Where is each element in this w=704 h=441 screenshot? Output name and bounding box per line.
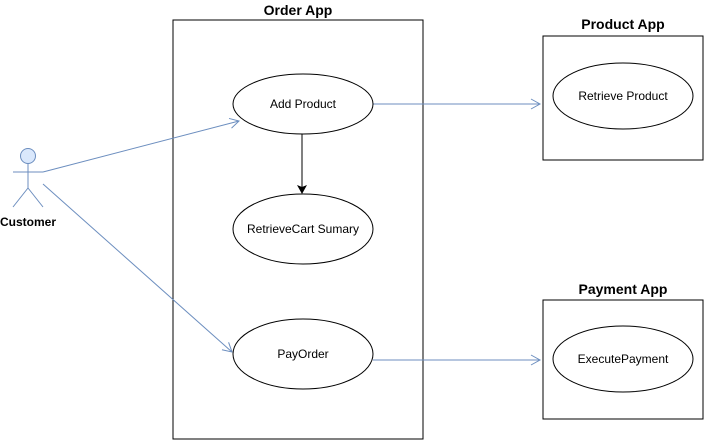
actor-head — [20, 148, 36, 164]
order-app-title: Order App — [264, 2, 333, 18]
execute-payment-label: ExecutePayment — [578, 352, 669, 366]
use-case-pay-order: PayOrder — [232, 318, 374, 390]
actor-left-leg — [12, 187, 29, 208]
actor-right-leg — [27, 187, 44, 208]
actor-label: Customer — [0, 215, 56, 229]
payment-app-title: Payment App — [579, 281, 668, 297]
use-case-retrieve-cart-summary: RetrieveCart Sumary — [232, 193, 374, 265]
product-app-title: Product App — [581, 16, 664, 32]
use-case-execute-payment: ExecutePayment — [552, 325, 694, 393]
pay-order-label: PayOrder — [277, 347, 328, 361]
retrieve-cart-summary-label: RetrieveCart Sumary — [247, 222, 359, 236]
use-case-add-product: Add Product — [232, 73, 374, 135]
add-product-label: Add Product — [270, 97, 337, 111]
use-case-retrieve-product: Retrieve Product — [552, 62, 694, 130]
customer-to-add-product-arrow — [42, 117, 240, 173]
customer-to-pay-order-arrow — [42, 183, 233, 353]
customer-actor: Customer — [0, 148, 56, 229]
retrieve-product-label: Retrieve Product — [578, 89, 668, 103]
